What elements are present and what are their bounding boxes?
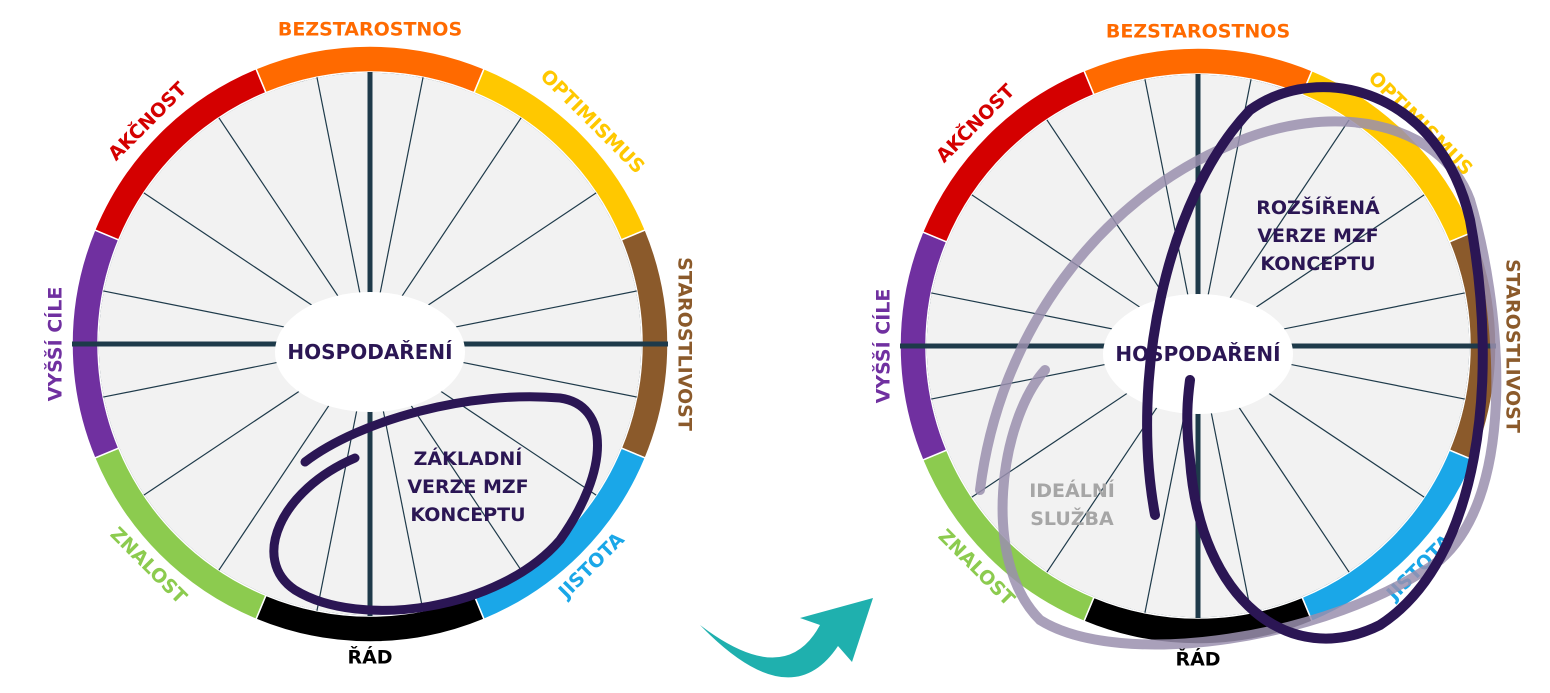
left-highlight-scribble: [269, 392, 602, 615]
left-highlight-label-line: ZÁKLADNÍ: [414, 447, 523, 470]
right-segment-label-starostlivost: STAROSTLIVOST: [1502, 259, 1524, 433]
left-segment-label-rad: ŘÁD: [347, 646, 392, 669]
right-highlight-scribble: [1142, 82, 1488, 644]
arrow-icon: [700, 598, 873, 678]
right-highlight-label-line: KONCEPTU: [1260, 253, 1375, 275]
right-segment-label-rad: ŘÁD: [1175, 648, 1220, 671]
transition-arrow: [700, 598, 873, 678]
left-segment-label-bezstarostnos: BEZSTAROSTNOS: [278, 19, 462, 41]
left-center-hub: [275, 292, 465, 412]
right-ring-segment-akcnost: [921, 69, 1095, 243]
left-ring-segment-akcnost: [93, 67, 267, 241]
left-highlight-label-line: VERZE MZF: [407, 476, 528, 498]
right-highlight-label-line: VERZE MZF: [1257, 225, 1378, 247]
right-ideal-label-line: IDEÁLNÍ: [1029, 479, 1115, 502]
right-segment-label-vyssi_cile: VYŠŠÍ CÍLE: [871, 289, 895, 404]
left-highlight-label-line: KONCEPTU: [410, 504, 525, 526]
right-highlight-label-line: ROZŠÍŘENÁ: [1256, 195, 1380, 219]
right-ideal-scribble: [975, 116, 1502, 650]
right-wheel: HOSPODAŘENÍBEZSTAROSTNOSOPTIMISMUSSTAROS…: [871, 21, 1524, 671]
left-segment-label-starostlivost: STAROSTLIVOST: [674, 257, 696, 431]
left-center-label: HOSPODAŘENÍ: [287, 340, 452, 364]
right-ideal-label-line: SLUŽBA: [1030, 507, 1114, 530]
right-segment-label-bezstarostnos: BEZSTAROSTNOS: [1106, 21, 1290, 43]
left-wheel: HOSPODAŘENÍBEZSTAROSTNOSOPTIMISMUSSTAROS…: [43, 19, 696, 669]
left-segment-label-vyssi_cile: VYŠŠÍ CÍLE: [43, 287, 67, 402]
right-center-label: HOSPODAŘENÍ: [1115, 342, 1280, 366]
